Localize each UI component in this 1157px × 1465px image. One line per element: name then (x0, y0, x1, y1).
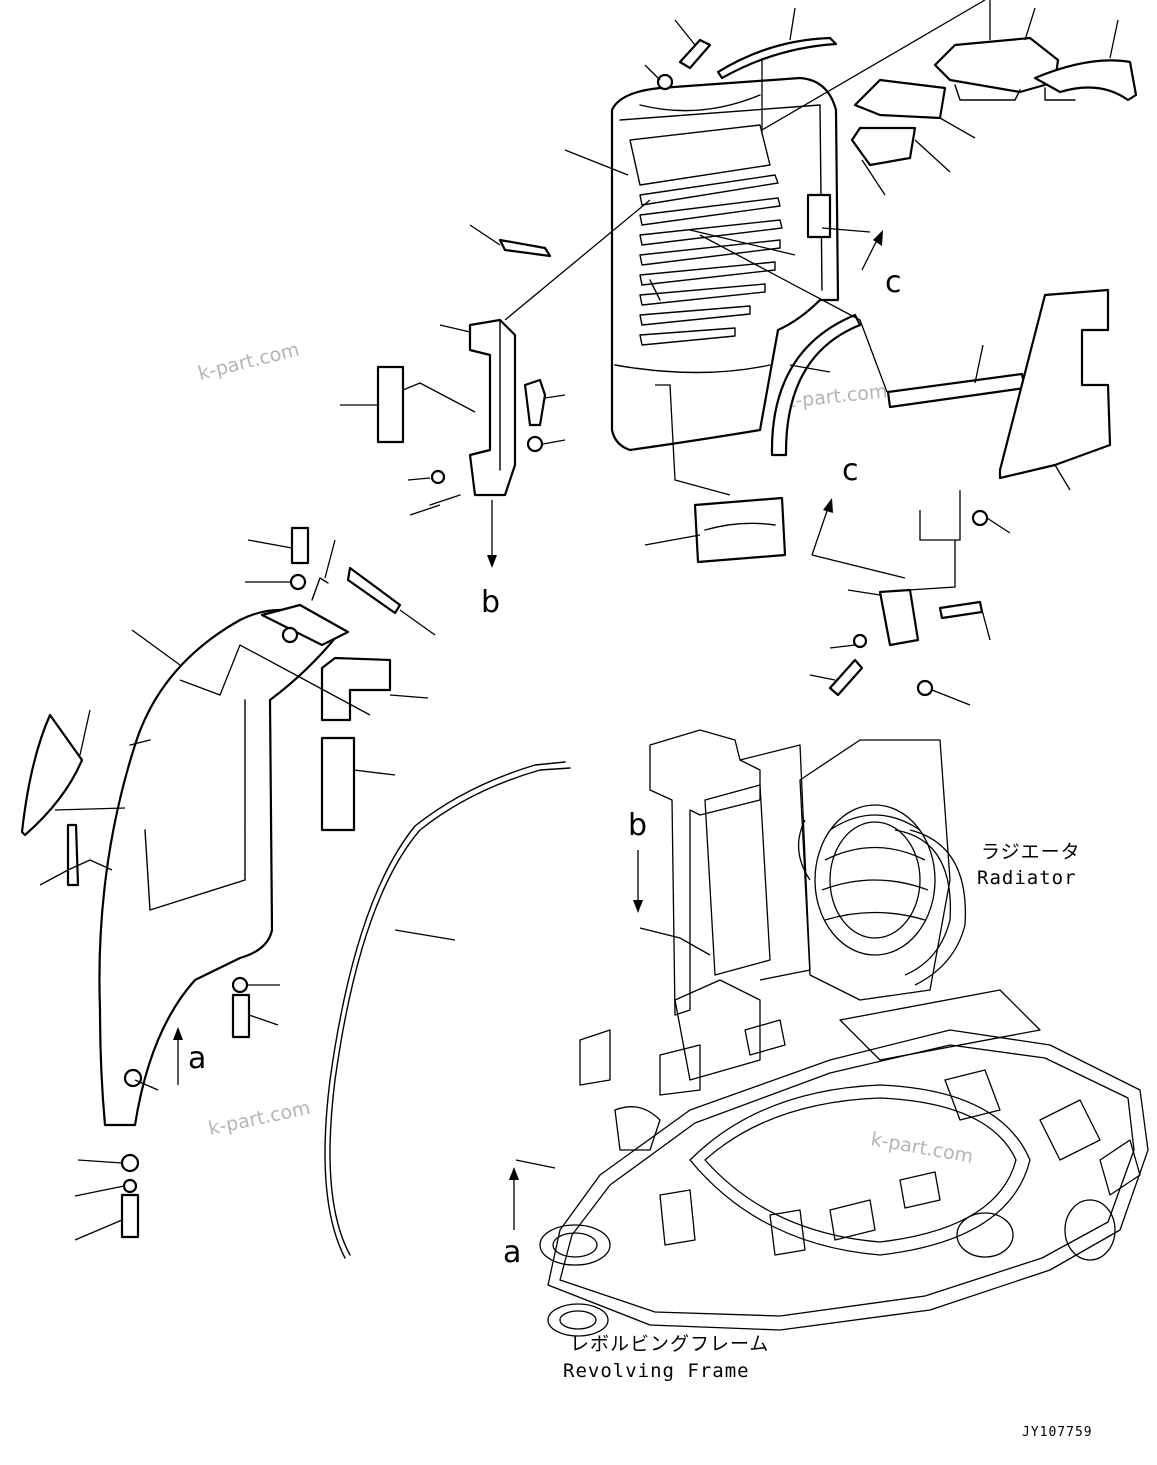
callout-a-lower: a (503, 1235, 521, 1270)
watermark-4: k-part.com (869, 1128, 975, 1168)
cover-plate (693, 496, 787, 564)
side-fender-cover (20, 566, 402, 1127)
watermark-3: k-part.com (206, 1097, 312, 1140)
watermark-2: k-part.com (783, 380, 888, 413)
radiator-label-en: Radiator (977, 867, 1077, 889)
side-panel (998, 288, 1112, 480)
part-labels: ラジエータ Radiator レボルビングフレーム Revolving Fram… (563, 841, 1093, 1440)
callout-b-lower: b (628, 808, 647, 843)
leader-lines (39, 0, 1119, 1241)
callout-c-upper: c (885, 265, 902, 300)
long-hose (329, 767, 571, 1256)
drawing-number: JY107759 (1022, 1425, 1093, 1440)
callout-arrows (173, 230, 906, 1230)
callout-letters: b c c a b a (188, 265, 902, 1270)
bracket-assembly (376, 238, 552, 506)
revolving-frame-drawing (539, 729, 1149, 1337)
callout-c-lower: c (842, 453, 859, 488)
seal-strip (886, 372, 1027, 409)
fasteners (120, 509, 989, 1239)
grille-louvers (639, 174, 783, 346)
revolving-frame-label-en: Revolving Frame (563, 1360, 750, 1382)
radiator-label-jp: ラジエータ (981, 841, 1081, 863)
watermark-1: k-part.com (196, 338, 302, 384)
revolving-frame-label-jp: レボルビングフレーム (570, 1333, 769, 1355)
callout-b-upper: b (481, 585, 500, 620)
callout-a-left: a (188, 1041, 206, 1076)
arch-trim (770, 313, 862, 457)
top-small-parts (656, 36, 1138, 167)
